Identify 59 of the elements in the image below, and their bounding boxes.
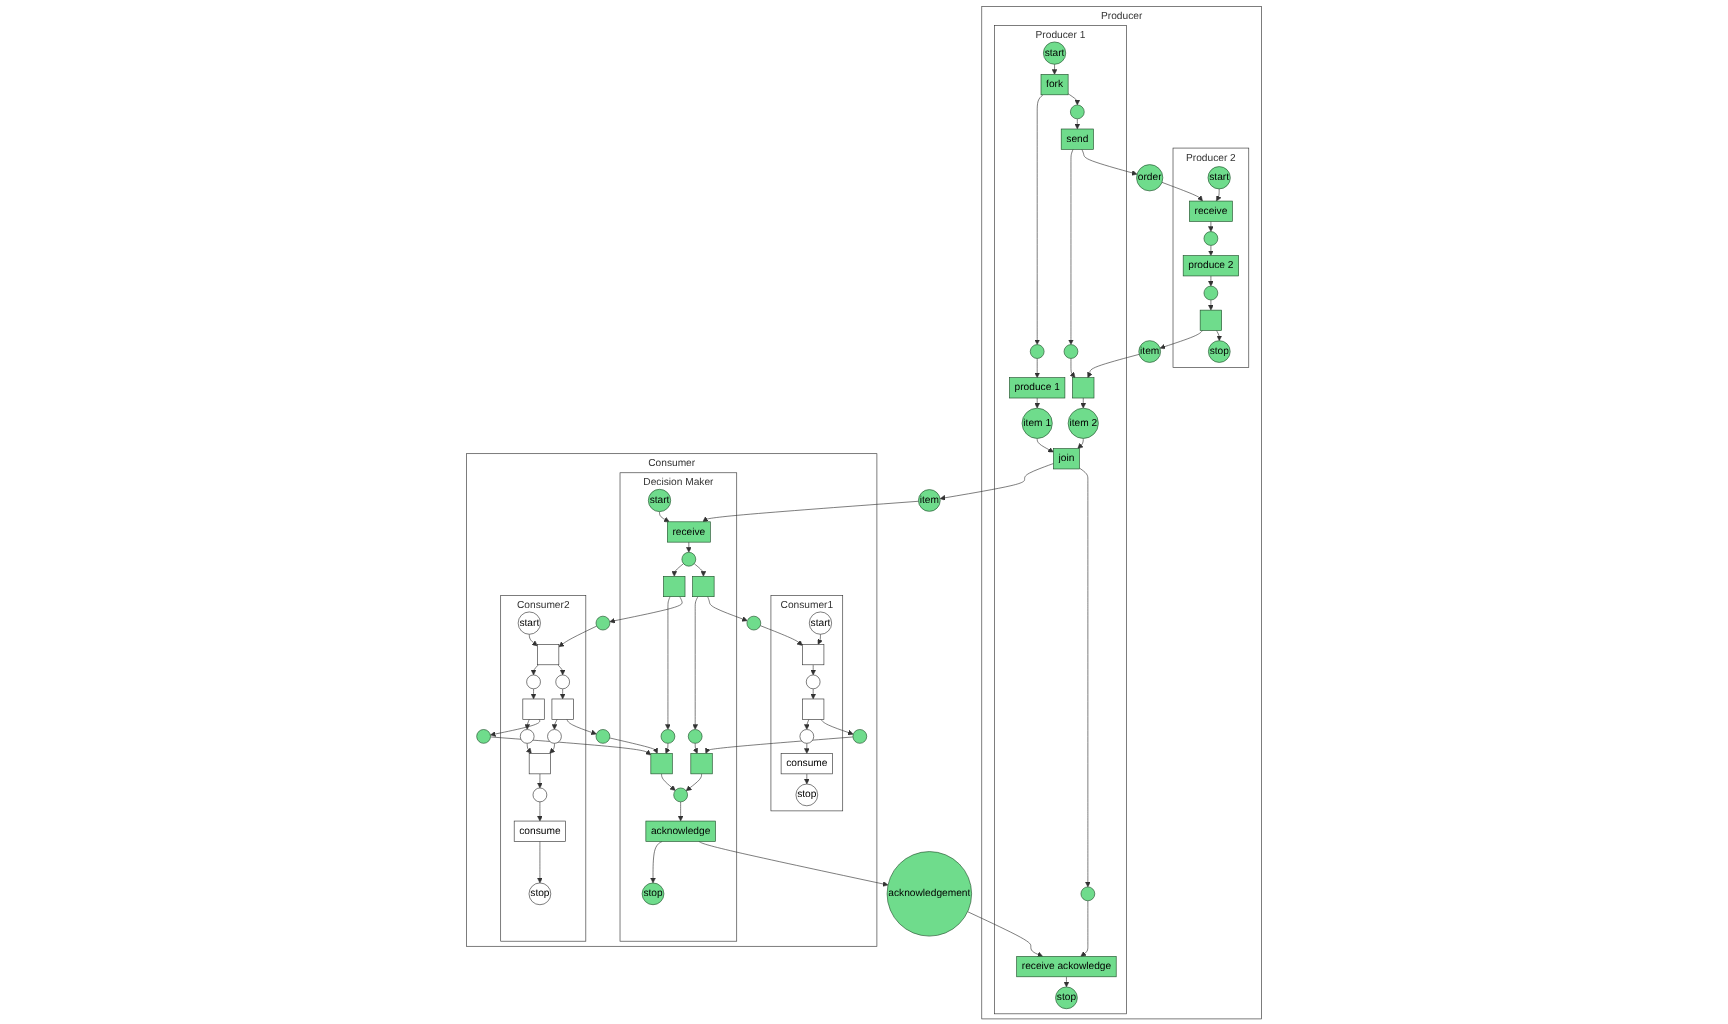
node-box: [690, 753, 713, 775]
arrow: [1208, 275, 1214, 287]
node-box: [802, 698, 825, 720]
node-box: [551, 698, 574, 720]
arrow: [1074, 118, 1081, 130]
arrow: [559, 688, 566, 700]
arrow: [557, 664, 566, 676]
arrow: [804, 743, 810, 754]
arrow: [1080, 397, 1087, 409]
node-box: [802, 644, 825, 666]
arrow: [551, 719, 558, 730]
arrow: [665, 743, 671, 754]
node-circle: [681, 552, 697, 567]
node-circle: [1070, 104, 1085, 120]
node-circle: [852, 729, 868, 744]
arrow: [804, 719, 810, 730]
node-circle: [1063, 344, 1079, 359]
node-box: [1199, 309, 1222, 331]
arrow: [817, 633, 823, 645]
node-circle: [746, 615, 762, 631]
arrow: [1063, 976, 1070, 988]
node-box: [537, 644, 560, 666]
node-circle: [1029, 344, 1045, 359]
arrow: [525, 743, 532, 754]
node-circle: [1203, 231, 1219, 246]
arrow: [692, 743, 698, 754]
arrow: [524, 719, 530, 730]
arrow: [530, 664, 539, 676]
node-circle: [595, 615, 611, 631]
arrow: [1208, 221, 1214, 232]
node-box: [1072, 377, 1095, 399]
node-box: [522, 698, 545, 720]
node-circle: [555, 674, 570, 690]
node-circle: [799, 729, 815, 744]
node-circle: [673, 787, 688, 803]
arrow: [1208, 245, 1214, 256]
node-circle: [532, 787, 548, 803]
node-circle: [476, 729, 491, 744]
arrow: [530, 688, 537, 700]
arrow: [804, 773, 810, 785]
arrow: [810, 688, 816, 700]
node-circle: [687, 729, 703, 744]
node-circle: [519, 729, 535, 744]
arrow: [549, 743, 556, 754]
arrow: [1208, 299, 1214, 311]
node-box: [528, 753, 551, 775]
node-circle: [1080, 886, 1096, 902]
node-circle: [1203, 285, 1219, 301]
node-circle: [526, 674, 541, 690]
arrow: [1216, 330, 1223, 341]
node-box: [692, 576, 715, 597]
arrow: [1034, 397, 1040, 409]
node-box: [663, 576, 686, 597]
arrow: [810, 664, 816, 676]
node-circle: [595, 729, 611, 744]
node-circle: [547, 729, 562, 744]
node-box: [650, 753, 673, 775]
node-circle: [660, 729, 676, 744]
node-circle: [805, 674, 821, 690]
